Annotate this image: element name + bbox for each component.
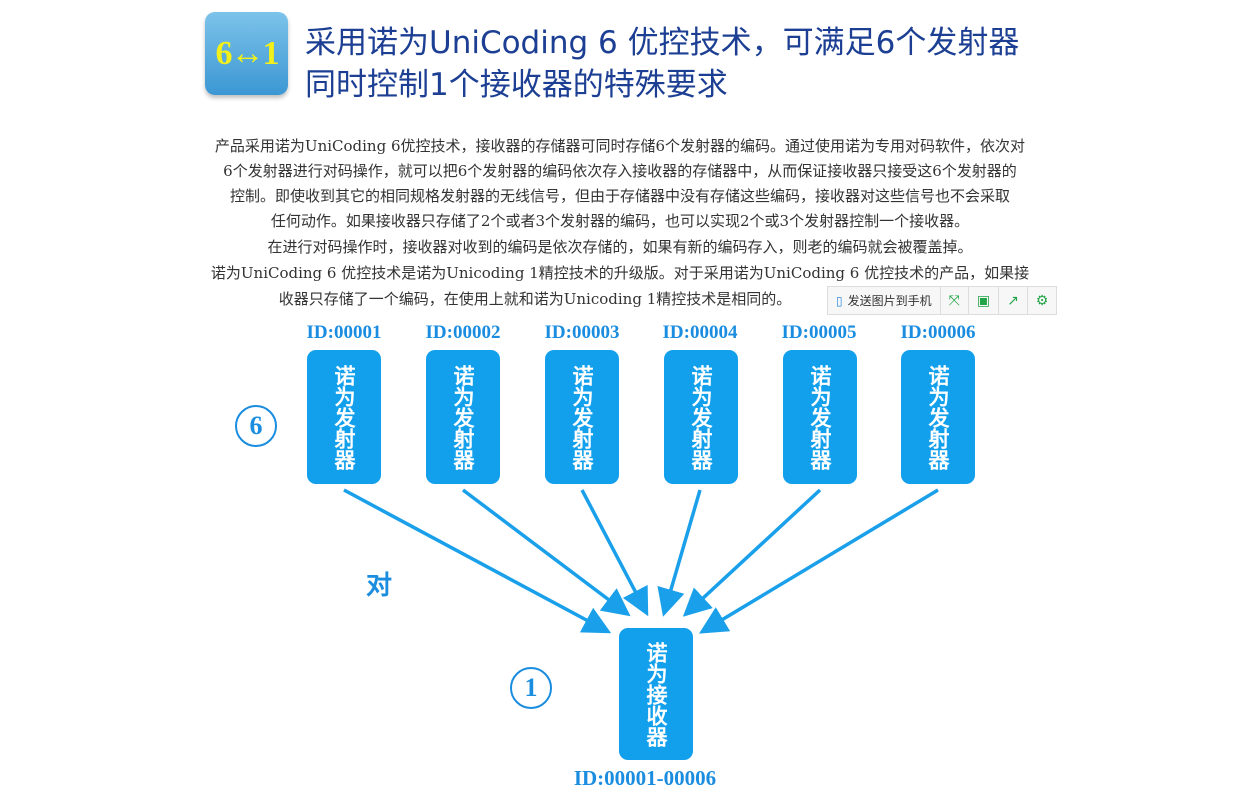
body-text-line: 收器只存储了一个编码，在使用上就和诺为Unicoding 1精控技术是相同的。	[278, 290, 792, 308]
transmitter-id: ID:00006	[900, 322, 976, 343]
expand-button[interactable]: ⤧	[941, 287, 969, 314]
settings-icon: ⚙	[1035, 292, 1049, 309]
transmitter-box: 诺为发射器	[901, 350, 975, 484]
send-to-phone-button[interactable]: ▯ 发送图片到手机	[828, 287, 941, 314]
body-text-line: 产品采用诺为UniCoding 6优控技术，接收器的存储器可同时存储6个发射器的…	[214, 137, 1026, 155]
share-button[interactable]: ↗	[999, 287, 1028, 314]
save-button[interactable]: ▣	[969, 287, 1000, 314]
body-text-line: 控制。即使收到其它的相同规格发射器的无线信号，但由于存储器中没有存储这些编码，接…	[229, 187, 1010, 205]
body-text-line: 诺为UniCoding 6 优控技术是诺为Unicoding 1精控技术的升级版…	[210, 264, 1030, 282]
page-title-line-2: 同时控制1个接收器的特殊要求	[305, 67, 728, 103]
transmitter-label: 诺为发射器	[451, 364, 475, 470]
page-title-line-1: 采用诺为UniCoding 6 优控技术，可满足6个发射器	[305, 25, 1020, 61]
transmitter-count: 6	[235, 405, 277, 447]
body-text-line: 任何动作。如果接收器只存储了2个或者3个发射器的编码，也可以实现2个或3个发射器…	[270, 212, 970, 230]
arrow	[343, 488, 612, 634]
transmitter-box: 诺为发射器	[426, 350, 500, 484]
body-text-line: 6个发射器进行对码操作，就可以把6个发射器的编码依次存入接收器的存储器中，从而保…	[223, 162, 1017, 180]
send-to-phone-label: 发送图片到手机	[847, 294, 932, 308]
arrow	[657, 489, 702, 617]
save-icon: ▣	[976, 292, 991, 309]
arrow	[698, 488, 939, 634]
phone-icon: ▯	[836, 293, 843, 308]
receiver-box: 诺为接收器	[619, 628, 693, 760]
transmitter-label: 诺为发射器	[808, 364, 832, 470]
transmitter-label: 诺为发射器	[926, 364, 950, 470]
pair-label: 对	[366, 571, 393, 601]
transmitter-box: 诺为发射器	[664, 350, 738, 484]
transmitter-id: ID:00001	[306, 322, 382, 343]
image-toolbar: ▯ 发送图片到手机 ⤧ ▣ ↗ ⚙	[827, 286, 1058, 315]
expand-icon: ⤧	[948, 292, 960, 309]
transmitter-label: 诺为发射器	[570, 364, 594, 470]
transmitter-box: 诺为发射器	[545, 350, 619, 484]
logo-6-to-1: 6↔1	[205, 12, 288, 95]
receiver-count: 1	[510, 667, 552, 709]
transmitter-id: ID:00004	[662, 322, 738, 343]
receiver-label: 诺为接收器	[644, 641, 668, 747]
share-icon: ↗	[1007, 292, 1019, 309]
receiver-id: ID:00001-00006	[573, 766, 717, 790]
settings-button[interactable]: ⚙	[1028, 287, 1057, 314]
transmitter-label: 诺为发射器	[332, 364, 356, 470]
body-text-line: 在进行对码操作时，接收器对收到的编码是依次存储的，如果有新的编码存入，则老的编码…	[267, 238, 973, 256]
transmitter-id: ID:00003	[544, 322, 620, 343]
transmitter-box: 诺为发射器	[307, 350, 381, 484]
transmitter-box: 诺为发射器	[783, 350, 857, 484]
transmitter-id: ID:00002	[425, 322, 501, 343]
transmitter-label: 诺为发射器	[689, 364, 713, 470]
arrow	[580, 489, 649, 617]
arrow	[461, 488, 631, 617]
arrow	[682, 488, 822, 617]
transmitter-id: ID:00005	[781, 322, 857, 343]
